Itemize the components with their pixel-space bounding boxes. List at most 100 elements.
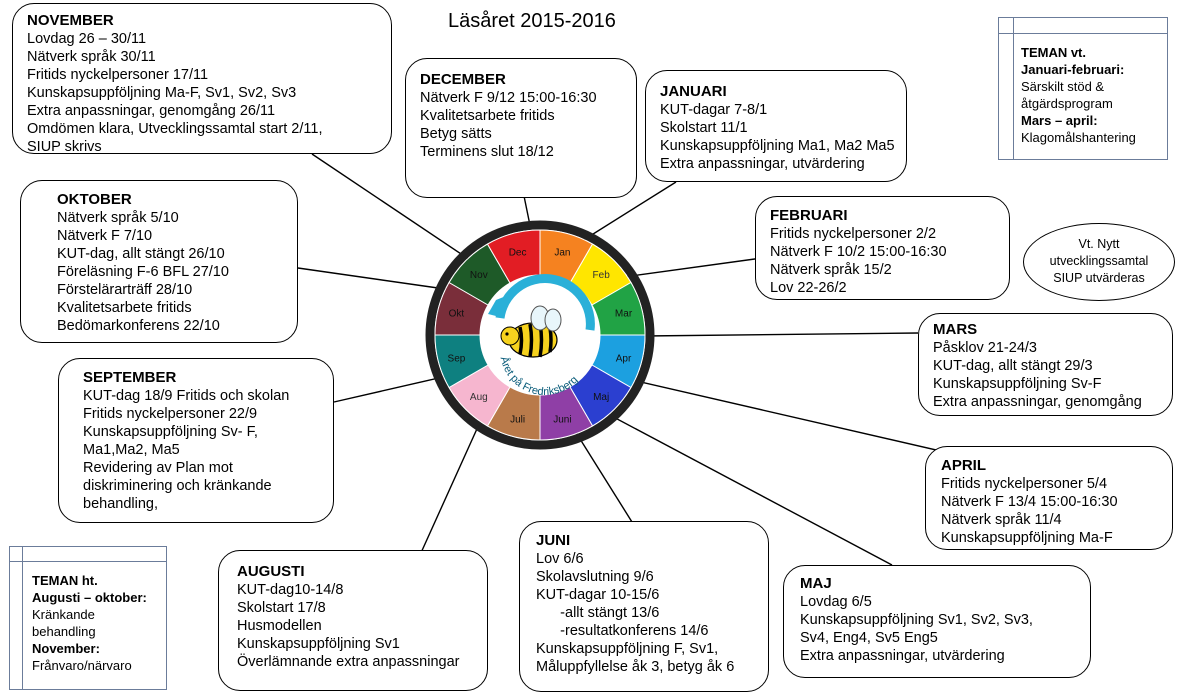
september-line-2: Fritids nyckelpersoner 22/9 (83, 406, 258, 422)
oktober-line-6: Kvalitetsarbete fritids (57, 300, 192, 316)
juni-line-7: Måluppfyllelse åk 3, betyg åk 6 (536, 659, 735, 675)
month-label-apr: Apr (616, 353, 632, 364)
theme-ht-period-1: Augusti – oktober: (32, 590, 147, 605)
month-label-juni: Juni (553, 415, 571, 426)
oval-line-1: Vt. Nytt (1078, 237, 1120, 251)
juni-line-4: -allt stängt 13/6 (536, 605, 660, 621)
theme-vt-left-rule (1013, 18, 1014, 159)
box-januari: JANUARI KUT-dagar 7-8/1 Skolstart 11/1 K… (645, 70, 907, 182)
wheel-rim (425, 220, 655, 450)
connector-line-11 (603, 411, 893, 566)
november-line-7: SIUP skrivs (27, 139, 102, 155)
theme-ht-top-rule (10, 561, 166, 562)
augusti-line-4: Kunskapsuppföljning Sv1 (237, 636, 400, 652)
box-september: SEPTEMBER KUT-dag 18/9 Fritids och skola… (58, 358, 334, 523)
juni-line-2: Skolavslutning 9/6 (536, 569, 654, 585)
april-line-2: Nätverk F 13/4 15:00-16:30 (941, 494, 1118, 510)
november-line-3: Fritids nyckelpersoner 17/11 (27, 67, 209, 83)
vt-note-oval: Vt. Nytt utvecklingssamtal SIUP utvärder… (1023, 223, 1175, 301)
oktober-line-7: Bedömarkonferens 22/10 (57, 318, 220, 334)
theme-vt-period-1-line-1: Särskilt stöd & (1021, 79, 1105, 94)
box-december: DECEMBER Nätverk F 9/12 15:00-16:30 Kval… (405, 58, 637, 198)
heading-september: SEPTEMBER (83, 369, 177, 386)
month-label-okt: Okt (449, 309, 465, 320)
oktober-line-4: Föreläsning F-6 BFL 27/10 (57, 264, 229, 280)
oval-line-3: SIUP utvärderas (1053, 271, 1145, 285)
box-april: APRIL Fritids nyckelpersoner 5/4 Nätverk… (925, 446, 1173, 550)
theme-ht-title: TEMAN ht. (32, 573, 98, 588)
box-juni: JUNI Lov 6/6 Skolavslutning 9/6 KUT-daga… (519, 521, 769, 692)
theme-vt-period-2: Mars – april: (1021, 113, 1098, 128)
heading-maj: MAJ (800, 575, 832, 592)
month-label-sep: Sep (448, 353, 466, 364)
juni-line-6: Kunskapsuppföljning F, Sv1, (536, 641, 719, 657)
september-line-1: KUT-dag 18/9 Fritids och skolan (83, 388, 290, 404)
september-line-6: diskriminering och kränkande (83, 478, 272, 494)
september-line-7: behandling, (83, 496, 158, 512)
theme-ht-period-1-line-1: Kränkande (32, 607, 95, 622)
februari-line-1: Fritids nyckelpersoner 2/2 (770, 226, 937, 242)
januari-line-2: Skolstart 11/1 (660, 120, 748, 136)
theme-ht-period-2-line-1: Frånvaro/närvaro (32, 658, 132, 673)
november-line-5: Extra anpassningar, genomgång 26/11 (27, 103, 276, 119)
april-line-1: Fritids nyckelpersoner 5/4 (941, 476, 1108, 492)
theme-vt-content: TEMAN vt. Januari-februari: Särskilt stö… (1021, 44, 1163, 146)
maj-line-3: Sv4, Eng4, Sv5 Eng5 (800, 630, 938, 646)
december-line-3: Betyg sätts (420, 126, 492, 142)
theme-vt-title: TEMAN vt. (1021, 45, 1086, 60)
november-line-4: Kunskapsuppföljning Ma-F, Sv1, Sv2, Sv3 (27, 85, 297, 101)
november-line-1: Lovdag 26 – 30/11 (27, 31, 147, 47)
december-line-1: Nätverk F 9/12 15:00-16:30 (420, 90, 597, 106)
theme-vt-top-rule (999, 33, 1167, 34)
april-line-3: Nätverk språk 11/4 (941, 512, 1062, 528)
page-title: Läsåret 2015-2016 (448, 10, 616, 32)
theme-ht-period-1-line-2: behandling (32, 624, 96, 639)
box-mars: MARS Påsklov 21-24/3 KUT-dag, allt stäng… (918, 313, 1173, 416)
connector-line-6 (643, 332, 919, 337)
juni-line-1: Lov 6/6 (536, 551, 584, 567)
heading-juni: JUNI (536, 532, 571, 549)
september-line-4: Ma1,Ma2, Ma5 (83, 442, 180, 458)
oktober-line-3: KUT-dag, allt stängt 26/10 (57, 246, 225, 262)
juni-line-3: KUT-dagar 10-15/6 (536, 587, 660, 603)
mars-line-1: Påsklov 21-24/3 (933, 340, 1037, 356)
month-label-mar: Mar (615, 309, 633, 320)
februari-line-2: Nätverk F 10/2 15:00-16:30 (770, 244, 947, 260)
februari-line-3: Nätverk språk 15/2 (770, 262, 892, 278)
mars-line-4: Extra anpassningar, genomgång (933, 394, 1142, 410)
december-line-4: Terminens slut 18/12 (420, 144, 554, 160)
oktober-line-1: Nätverk språk 5/10 (57, 210, 179, 226)
month-label-nov: Nov (470, 270, 488, 281)
month-segment-dec (486, 229, 541, 284)
connector-line-5 (615, 257, 763, 279)
heading-januari: JANUARI (660, 83, 727, 100)
oval-line-2: utvecklingssamtal (1049, 254, 1149, 268)
mars-line-3: Kunskapsuppföljning Sv-F (933, 376, 1102, 392)
november-line-2: Nätverk språk 30/11 (27, 49, 156, 65)
januari-line-4: Extra anpassningar, utvärdering (660, 156, 865, 172)
oktober-line-5: Förstelärarträff 28/10 (57, 282, 193, 298)
februari-line-4: Lov 22-26/2 (770, 280, 847, 296)
theme-vt-period-2-line-1: Klagomålshantering (1021, 130, 1136, 145)
heading-oktober: OKTOBER (57, 191, 132, 208)
connector-line-1 (311, 153, 483, 269)
september-line-3: Kunskapsuppföljning Sv- F, (83, 424, 258, 440)
maj-line-1: Lovdag 6/5 (800, 594, 872, 610)
mars-line-2: KUT-dag, allt stängt 29/3 (933, 358, 1093, 374)
maj-line-2: Kunskapsuppföljning Sv1, Sv2, Sv3, (800, 612, 1033, 628)
januari-line-3: Kunskapsuppföljning Ma1, Ma2 Ma5 (660, 138, 895, 154)
augusti-line-5: Överlämnande extra anpassningar (237, 654, 460, 670)
month-label-aug: Aug (470, 392, 488, 403)
month-label-feb: Feb (593, 270, 611, 281)
connector-line-4 (297, 267, 453, 291)
september-line-5: Revidering av Plan mot (83, 460, 233, 476)
box-oktober: OKTOBER Nätverk språk 5/10 Nätverk F 7/1… (20, 180, 298, 343)
augusti-line-2: Skolstart 17/8 (237, 600, 326, 616)
month-label-juli: Juli (510, 415, 525, 426)
theme-ht-period-2: November: (32, 641, 100, 656)
theme-ht-left-rule (22, 547, 23, 689)
month-label-jan: Jan (554, 247, 570, 258)
november-line-6: Omdömen klara, Utvecklingssamtal start 2… (27, 121, 323, 137)
